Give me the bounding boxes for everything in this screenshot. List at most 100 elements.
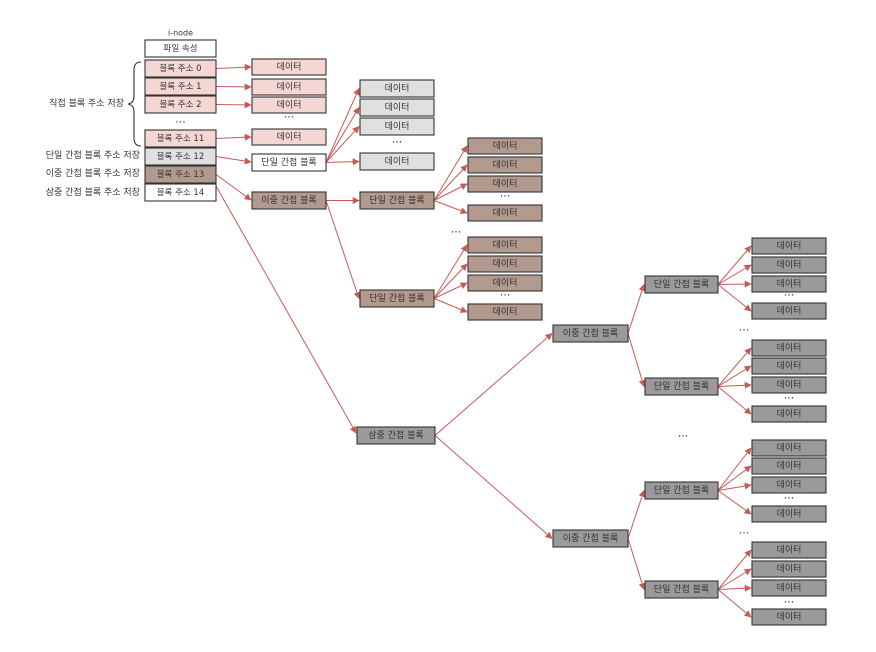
data-arrow — [717, 549, 752, 590]
data-block-label: 데이터 — [493, 240, 518, 251]
data-block-box — [467, 175, 543, 193]
triple-pointer-arrow — [215, 185, 357, 434]
double-to-single-arrow — [627, 333, 646, 388]
direct-data-ellipsis: ··· — [284, 111, 295, 124]
single-data-arrow — [325, 87, 360, 163]
data-arrow — [433, 200, 468, 215]
inode-row-1-label: 블록 주소 0 — [159, 63, 201, 74]
single-indirect-block-box — [644, 481, 719, 500]
double-to-single-arrow — [627, 283, 646, 334]
data-ellipsis: ··· — [784, 392, 795, 405]
single-data-ellipsis: ··· — [392, 136, 403, 149]
data-block-label: 데이터 — [777, 545, 802, 556]
double-indirect-block-label: 이중 간접 블록 — [261, 194, 316, 206]
side-label-double: 이중 간접 블록 주소 저장 — [46, 167, 140, 179]
data-ellipsis: ··· — [500, 190, 511, 203]
data-arrow — [433, 298, 468, 313]
data-ellipsis: ··· — [784, 492, 795, 505]
data-block-box — [751, 405, 827, 423]
data-block-label: 데이터 — [493, 278, 518, 289]
data-arrow — [433, 244, 468, 299]
data-block-box — [467, 303, 543, 321]
data-arrow — [717, 584, 752, 592]
data-block-box — [751, 476, 827, 494]
inode-row-5-box — [144, 129, 217, 148]
single-indirect-block-label: 단일 간접 블록 — [261, 156, 316, 168]
data-ellipsis: ··· — [500, 289, 511, 302]
data-block-label: 데이터 — [777, 361, 802, 372]
single-data-block-label: 데이터 — [385, 102, 410, 113]
data-block-box — [751, 608, 827, 626]
data-block-label: 데이터 — [777, 279, 802, 290]
double-to-single-arrow — [627, 538, 646, 591]
data-arrow — [717, 381, 752, 389]
double-pointer-arrow — [215, 174, 252, 201]
data-block-box — [467, 236, 543, 254]
inode-header: i-node — [168, 29, 193, 38]
data-block-label: 데이터 — [777, 306, 802, 317]
data-block-label: 데이터 — [777, 583, 802, 594]
data-block-label: 데이터 — [493, 160, 518, 171]
direct-data-block-box — [251, 96, 327, 114]
data-arrow — [717, 568, 752, 590]
single-data-arrow — [325, 125, 360, 163]
arrows-layer — [215, 63, 752, 618]
data-block-box — [751, 579, 827, 597]
side-label-triple: 삼중 간접 블록 주소 저장 — [46, 186, 140, 198]
single-data-block-label: 데이터 — [385, 121, 410, 132]
double-indirect-block-label: 이중 간접 블록 — [563, 327, 618, 339]
double-indirect-block-box — [552, 529, 629, 548]
single-indirect-block-box — [359, 191, 435, 210]
single-indirect-block-label: 단일 간접 블록 — [369, 194, 424, 206]
data-block-label: 데이터 — [493, 259, 518, 270]
data-block-label: 데이터 — [777, 260, 802, 271]
single-indirect-block-box — [644, 377, 719, 396]
inode-row-3-box — [144, 95, 217, 114]
triple-to-double-arrow — [434, 333, 553, 436]
inode-row-1-box — [144, 59, 217, 78]
data-arrow — [433, 282, 468, 299]
double-indirect-block-box — [552, 324, 629, 343]
inode-row-0-box — [144, 39, 217, 58]
direct-data-block-label: 데이터 — [277, 132, 302, 143]
double-to-single-arrow — [325, 200, 361, 300]
single-data-block-label: 데이터 — [385, 156, 410, 167]
data-block-label: 데이터 — [777, 241, 802, 252]
single-indirect-block-box — [359, 289, 435, 308]
direct-brace — [127, 61, 142, 147]
data-block-label: 데이터 — [777, 409, 802, 420]
data-arrow — [717, 284, 752, 312]
data-block-label: 데이터 — [777, 343, 802, 354]
double-indirect-block-label: 이중 간접 블록 — [563, 532, 618, 544]
inode-row-7-box — [144, 165, 217, 184]
data-block-box — [467, 255, 543, 273]
data-block-box — [751, 439, 827, 457]
direct-data-block-label: 데이터 — [277, 62, 302, 73]
triple-indirect-block-box — [356, 426, 436, 445]
data-arrow — [433, 263, 468, 299]
direct-data-block-label: 데이터 — [277, 82, 302, 93]
data-arrow — [433, 183, 468, 201]
inode-row-8-box — [144, 183, 217, 202]
data-block-box — [751, 339, 827, 357]
single-data-arrow — [325, 158, 360, 166]
inode-row-7-label: 블록 주소 13 — [157, 169, 205, 180]
data-block-box — [467, 274, 543, 292]
inode-ellipsis: ··· — [175, 116, 186, 129]
single-indirect-block-label: 단일 간접 블록 — [369, 292, 424, 304]
data-arrow — [717, 465, 752, 491]
data-block-box — [751, 457, 827, 475]
direct-data-block-label: 데이터 — [277, 100, 302, 111]
single-data-block-label: 데이터 — [385, 83, 410, 94]
data-arrow — [717, 482, 752, 491]
triple-to-double-arrow — [434, 435, 553, 539]
data-block-label: 데이터 — [493, 141, 518, 152]
data-block-box — [751, 376, 827, 394]
data-block-box — [751, 357, 827, 375]
side-label-single: 단일 간접 블록 주소 저장 — [46, 149, 140, 161]
single-indirect-block-box — [644, 275, 719, 294]
single-indirect-block-box — [251, 153, 327, 172]
direct-data-block-box — [251, 128, 327, 146]
